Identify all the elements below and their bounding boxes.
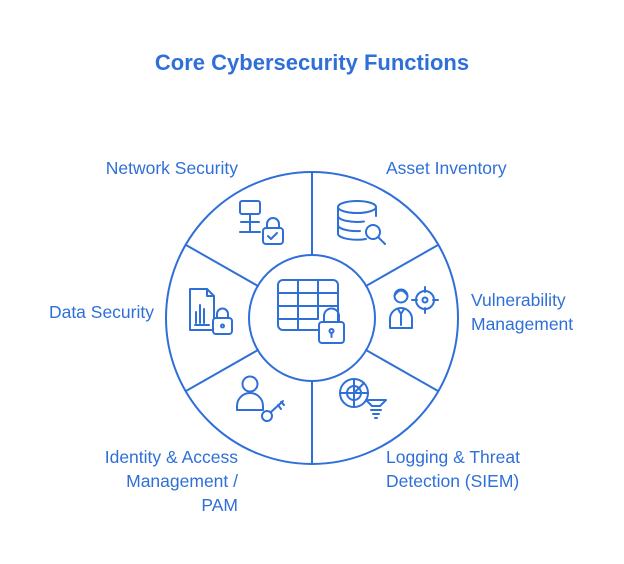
label-line: Management (471, 314, 574, 334)
label-line: Identity & Access (104, 447, 238, 467)
label-line: Network Security (105, 158, 238, 178)
divider-upper-right (365, 244, 439, 287)
divider-lower-left (185, 349, 259, 392)
label-line: Logging & Threat (386, 447, 520, 467)
label-line: Asset Inventory (386, 158, 507, 178)
label-asset-inventory: Asset Inventory (386, 156, 507, 180)
label-line: PAM (201, 495, 238, 515)
divider-lower-right (365, 349, 439, 392)
database-search-icon (337, 200, 386, 245)
label-line: Detection (SIEM) (386, 471, 520, 491)
user-key-icon (236, 375, 285, 422)
label-network-security: Network Security (106, 156, 238, 180)
divider-upper-left (185, 244, 259, 287)
table-lock-icon (277, 279, 345, 344)
label-line: Management / (126, 471, 238, 491)
diagram-title: Core Cybersecurity Functions (154, 50, 470, 75)
label-line: Vulnerability (471, 290, 566, 310)
document-chart-lock-icon (189, 288, 233, 335)
person-target-icon (389, 286, 439, 329)
label-line: Data Security (48, 302, 154, 322)
label-data-security: Data Security (49, 300, 154, 324)
radar-funnel-icon (339, 378, 387, 419)
computer-lock-icon (239, 200, 284, 245)
